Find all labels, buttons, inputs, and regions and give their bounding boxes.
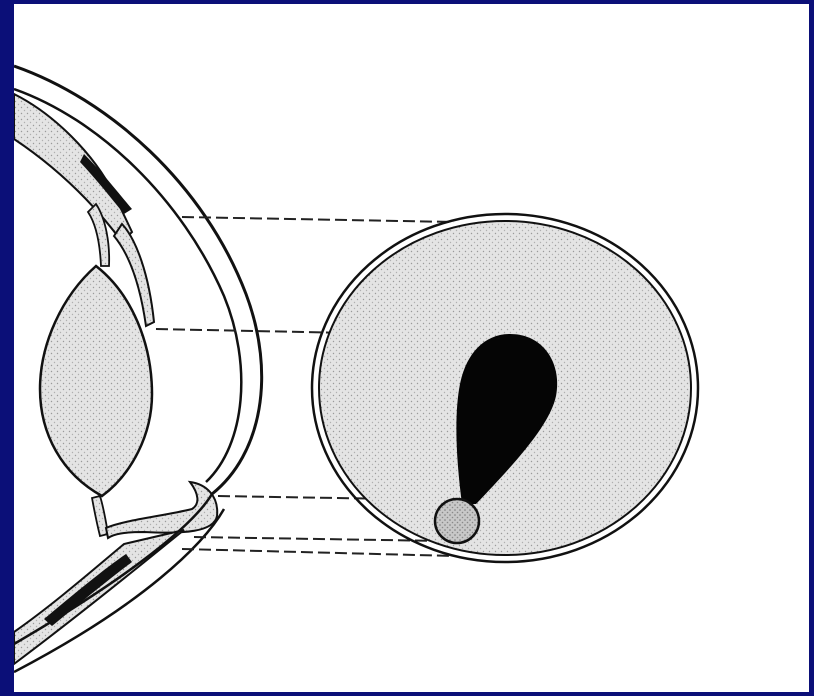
projection-line-lower-2 <box>182 549 454 556</box>
lens <box>40 266 152 496</box>
lower-ciliary-tissue <box>14 530 184 664</box>
pupil-nodule <box>435 499 479 543</box>
lower-dark-muscle <box>44 554 132 626</box>
upper-ciliary-tissue <box>14 94 132 242</box>
diagram-frame <box>14 4 809 692</box>
eye-diagram <box>14 4 809 692</box>
projection-line-top <box>182 217 454 222</box>
